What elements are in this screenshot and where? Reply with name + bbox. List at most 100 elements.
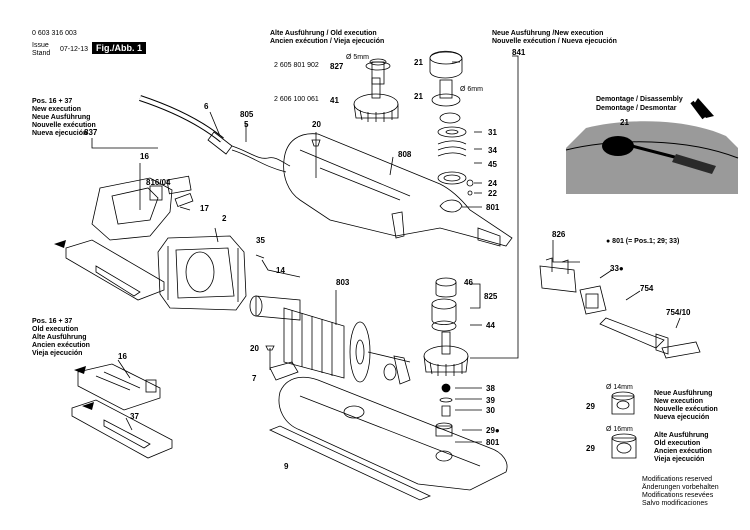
part-20-lower: 20 [250,344,259,353]
code-827: 2 605 801 902 [274,62,319,69]
dia-16: Ø 16mm [606,426,633,433]
armature-shaft [255,295,301,321]
new-exec-title-2: Nouvelle exécution / Nueva ejecución [492,38,617,45]
gear-housing [278,376,508,491]
part-801-b: 801 [486,438,500,447]
leader-17 [179,206,191,211]
part-6: 6 [204,102,209,111]
part-21-callout: 21 [620,118,629,127]
part-801: 801 [486,203,500,212]
part-827: 827 [330,62,344,71]
dia-5: Ø 5mm [346,54,369,61]
leader-808 [389,156,394,176]
armature-core [283,307,345,379]
part-808: 808 [398,150,412,159]
code-41: 2 606 100 061 [274,96,319,103]
part-754-10: 754/10 [666,308,691,317]
figure-label: Fig./Abb. 1 [92,42,146,54]
part-826 [539,265,577,293]
old-switch-plate [71,399,173,459]
part-816-04: 816/04 [146,178,171,187]
part-16-old: 16 [118,352,127,361]
part-16: 16 [140,152,149,161]
dia-14: Ø 14mm [606,384,633,391]
pos-old-block: Pos. 16 + 37 Old execution Alte Ausführu… [32,318,90,357]
part-21: 21 [414,58,423,67]
doc-number: 0 603 316 003 [32,30,77,37]
dia-6: Ø 6mm [460,86,483,93]
part-44: 44 [486,321,495,330]
part-29-old: 29 [586,444,595,453]
leader-837 [91,138,158,149]
bracket-825 [470,283,481,309]
part-17: 17 [200,204,209,213]
circlip-45 [437,171,467,185]
part-24: 24 [488,179,497,188]
old-exec-title-2: Ancien exécution / Vieja ejecución [270,38,385,45]
bracket-826 [552,240,580,263]
foot-plate [268,425,432,501]
part-30: 30 [486,406,495,415]
disassembly-label-2: Demontage / Desmontar [596,105,677,112]
part-841: 841 [512,48,526,57]
leader-14 [261,259,301,278]
part-803: 803 [336,278,350,287]
leader-6 [209,111,221,137]
part-29: 29● [486,426,500,435]
part-754 [599,317,665,349]
stand-label: Stand [32,50,51,57]
fan [349,321,371,383]
leader-754 [625,290,641,301]
pinion [393,355,411,385]
part-826: 826 [552,230,566,239]
part-33: 33● [610,264,624,273]
part-22: 22 [488,189,497,198]
old-exec-legend: Alte Ausführung Old execution Ancien exé… [654,432,712,463]
part-37: 37 [130,412,139,421]
footer-notes: Modifications reserved Änderungen vorbeh… [642,476,719,507]
part-20-top: 20 [312,120,321,129]
new-exec-title-1: Neue Ausführung /New execution [492,30,604,37]
stator [157,235,247,311]
part-46: 46 [464,278,473,287]
switch-plate [65,239,165,301]
housing [283,133,513,247]
pos-new-block: Pos. 16 + 37 New execution Neue Ausführu… [32,98,96,137]
part-754: 754 [640,284,654,293]
part-805: 805 [240,110,254,119]
part-35: 35 [256,236,265,245]
issue-label: Issue [32,42,49,49]
part-825: 825 [484,292,498,301]
part-754-10 [661,341,701,359]
part-31: 31 [488,128,497,137]
part-14: 14 [276,266,285,275]
spring-34 [437,140,467,157]
part-5: 5 [244,120,249,129]
leader-754-10 [675,317,681,329]
part-34: 34 [488,146,497,155]
leader-35 [255,254,265,259]
part-2: 2 [222,214,227,223]
disassembly-label-1: Demontage / Disassembly [596,96,683,103]
new-exec-legend: Neue Ausführung New execution Nouvelle e… [654,390,718,421]
old-exec-title-1: Alte Ausführung / Old execution [270,30,377,37]
date: 07-12-13 [60,46,89,53]
old-brush-holder [77,363,161,411]
part-39: 39 [486,396,495,405]
leader-2 [214,227,219,243]
washer-31 [437,126,467,138]
part-29-new: 29 [586,402,595,411]
bearing-44 [431,320,457,332]
part-38: 38 [486,384,495,393]
bracket-841 [470,55,519,359]
set-note: ● 801 (= Pos.1; 29; 33) [606,238,680,245]
part-7: 7 [252,374,257,383]
brush-holder [91,177,173,241]
cap-21 [429,50,463,79]
part-33 [579,285,607,315]
part-45: 45 [488,160,497,169]
leader-33 [599,269,613,279]
part-21-b: 21 [414,92,423,101]
part-837: 837 [84,128,98,137]
